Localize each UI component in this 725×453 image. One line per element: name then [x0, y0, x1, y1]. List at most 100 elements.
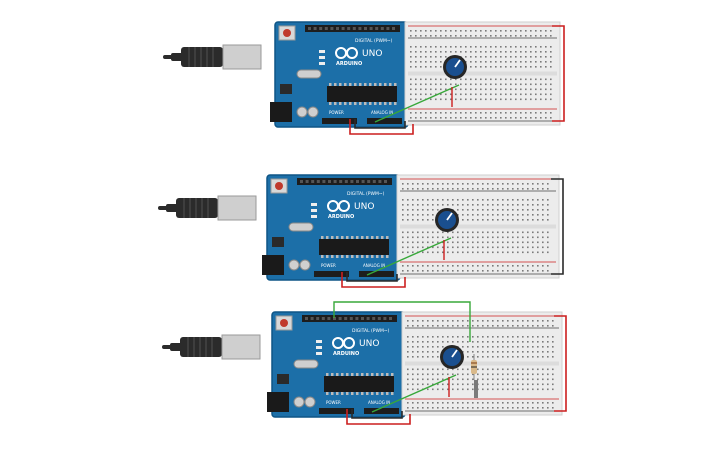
hole: [427, 231, 429, 234]
hole: [447, 199, 449, 201]
hole: [450, 30, 452, 32]
hole: [485, 88, 487, 91]
hole: [432, 356, 434, 358]
hole: [480, 66, 482, 68]
potentiometer-knob-icon[interactable]: [440, 345, 464, 369]
hole: [422, 346, 424, 348]
chip-pin: [371, 236, 374, 239]
hole: [402, 183, 404, 185]
hole: [515, 56, 517, 58]
hole: [510, 46, 512, 48]
hole: [437, 383, 439, 386]
hole: [492, 199, 494, 201]
hole: [480, 51, 482, 53]
hole: [492, 246, 494, 249]
hole: [487, 188, 489, 190]
hole: [512, 183, 514, 185]
reset-button-cap: [283, 29, 291, 37]
hole: [522, 251, 524, 254]
chip-pin: [339, 83, 342, 86]
hole: [550, 112, 552, 114]
hole: [475, 51, 477, 53]
wires: [333, 301, 567, 425]
hole: [467, 199, 469, 201]
potentiometer-knob-icon[interactable]: [443, 55, 467, 79]
hole: [420, 66, 422, 68]
header-pin: [356, 180, 359, 183]
hole: [417, 231, 419, 234]
hole: [462, 188, 464, 190]
hole: [427, 341, 429, 343]
hole: [452, 341, 454, 343]
hole: [412, 204, 414, 206]
hole: [485, 66, 487, 68]
arduino-infinity-logo-icon: [335, 47, 358, 59]
hole: [457, 188, 459, 190]
hole: [487, 265, 489, 267]
hole: [515, 78, 517, 81]
header-pin: [358, 27, 362, 30]
hole: [530, 61, 532, 63]
hole: [532, 199, 534, 201]
hole: [407, 320, 409, 322]
hole: [502, 373, 504, 376]
hole: [465, 93, 467, 96]
hole: [417, 402, 419, 404]
hole: [490, 56, 492, 58]
hole: [532, 320, 534, 322]
hole: [492, 407, 494, 409]
hole: [412, 236, 414, 239]
hole: [417, 214, 419, 216]
hole: [490, 35, 492, 37]
chip-pin: [366, 236, 369, 239]
chip-pin: [359, 102, 362, 105]
hole: [547, 378, 549, 381]
chip-pin: [351, 255, 354, 258]
chip-pin: [386, 392, 389, 395]
hole: [417, 199, 419, 201]
hole: [487, 356, 489, 358]
hole: [525, 35, 527, 37]
hole: [412, 188, 414, 190]
chip-pin: [336, 392, 339, 395]
hole: [527, 346, 529, 348]
hole: [422, 368, 424, 371]
hole: [465, 112, 467, 114]
hole: [522, 246, 524, 249]
hole: [472, 241, 474, 244]
hole: [485, 30, 487, 32]
led-indicator: [316, 346, 322, 349]
hole: [542, 351, 544, 353]
hole: [402, 214, 404, 216]
potentiometer-knob-icon[interactable]: [435, 208, 459, 232]
hole: [505, 117, 507, 119]
hole: [512, 320, 514, 322]
hole: [495, 78, 497, 81]
hole: [492, 320, 494, 322]
chip-pin: [366, 373, 369, 376]
hole: [462, 270, 464, 272]
hole: [487, 383, 489, 386]
chip-pin: [371, 255, 374, 258]
hole: [487, 325, 489, 327]
hole: [455, 117, 457, 119]
hole: [552, 383, 554, 386]
hole: [455, 83, 457, 86]
breadboard-holes: [410, 30, 552, 119]
hole: [432, 325, 434, 327]
hole: [552, 336, 554, 338]
hole: [420, 78, 422, 81]
hole: [450, 46, 452, 48]
hole: [450, 35, 452, 37]
usb-cable-end: [166, 204, 178, 212]
chip-pin: [369, 102, 372, 105]
hole: [442, 183, 444, 185]
hole: [430, 46, 432, 48]
hole: [547, 188, 549, 190]
hole: [415, 56, 417, 58]
hole: [422, 265, 424, 267]
